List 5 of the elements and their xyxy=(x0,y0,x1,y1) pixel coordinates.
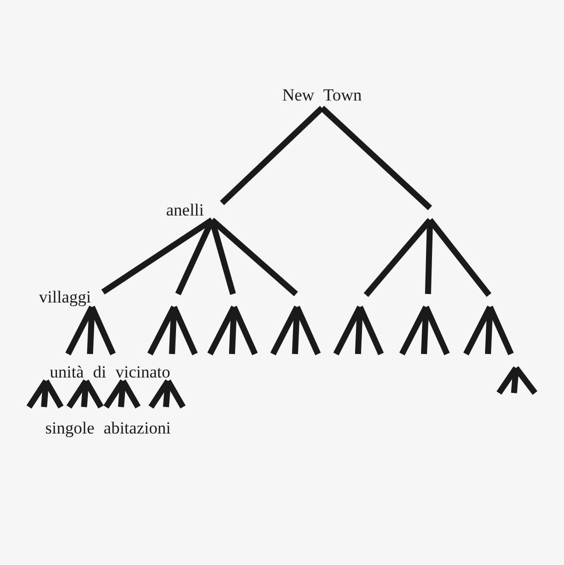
level-label: anelli xyxy=(166,202,204,218)
level-label: New Town xyxy=(282,86,362,104)
level-label: unità di vicinato xyxy=(50,364,170,380)
level-label: singole abitazioni xyxy=(45,420,171,436)
level-label: villaggi xyxy=(39,288,91,306)
